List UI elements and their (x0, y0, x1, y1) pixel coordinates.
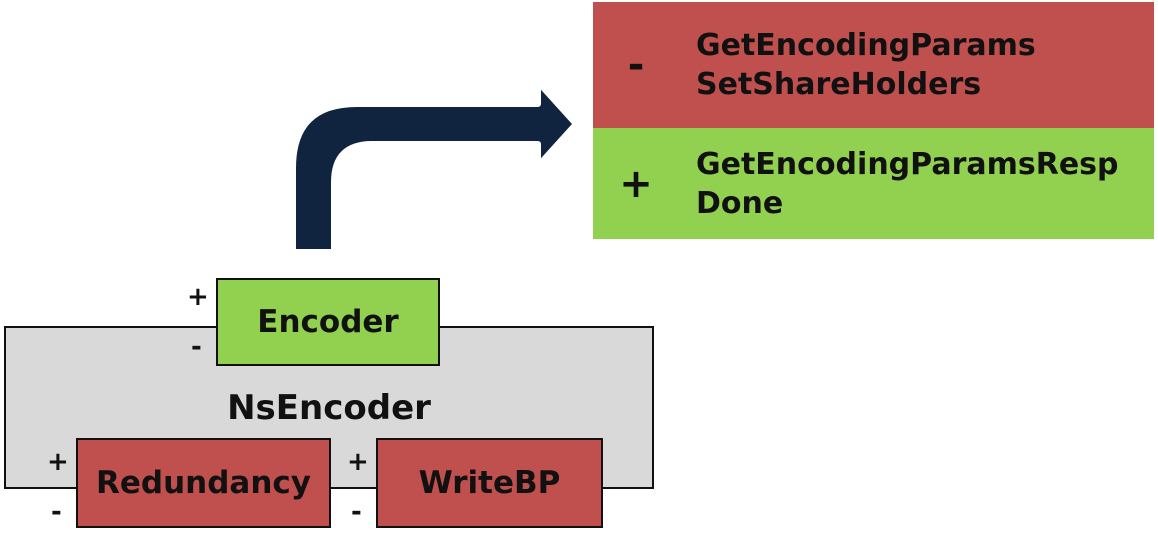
redundancy-minus-port: - (51, 497, 62, 527)
panel-plus-messages: GetEncodingParamsResp Done (679, 145, 1119, 223)
encoder-plus-port: + (187, 282, 209, 312)
writebp-plus-port: + (347, 447, 369, 477)
redundancy-label: Redundancy (96, 465, 311, 501)
message-get-encoding-params: GetEncodingParams (696, 28, 1036, 63)
panel-minus-row: - GetEncodingParams SetShareHolders (593, 2, 1154, 128)
writebp-box: WriteBP (376, 438, 603, 528)
message-done: Done (696, 185, 784, 221)
message-get-encoding-params-resp: GetEncodingParamsResp (696, 146, 1119, 182)
writebp-label: WriteBP (418, 465, 561, 501)
writebp-minus-port: - (351, 497, 362, 527)
panel-plus-row: + GetEncodingParamsResp Done (593, 128, 1154, 239)
encoder-minus-port: - (191, 332, 202, 362)
nsencoder-label: NsEncoder (227, 388, 431, 428)
encoder-box: Encoder (216, 278, 440, 366)
interface-panel: - GetEncodingParams SetShareHolders + Ge… (593, 2, 1154, 239)
encoder-label: Encoder (257, 304, 399, 340)
panel-minus-sign: - (627, 42, 645, 88)
redundancy-plus-port: + (47, 447, 69, 477)
message-set-share-holders: SetShareHolders (696, 67, 982, 102)
panel-minus-messages: GetEncodingParams SetShareHolders (679, 26, 1036, 104)
redundancy-box: Redundancy (76, 438, 331, 528)
panel-plus-sign: + (619, 160, 653, 207)
curved-arrow (290, 79, 579, 255)
